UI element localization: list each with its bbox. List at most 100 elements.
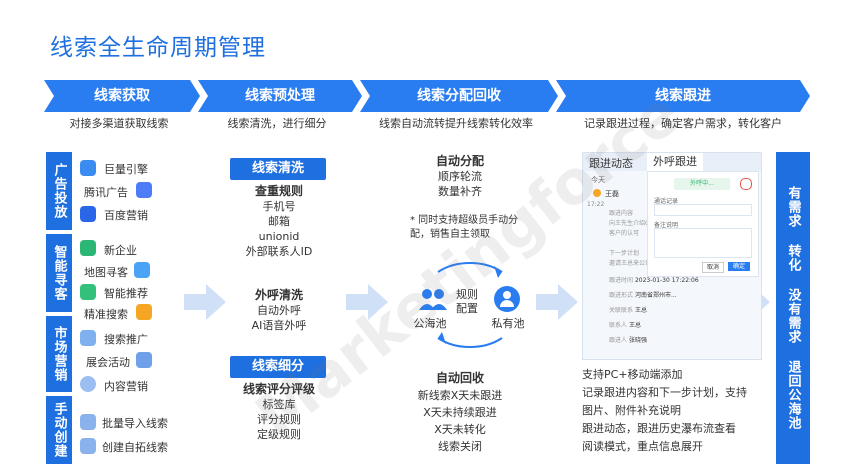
avatar bbox=[593, 189, 601, 197]
row-value: 王总 bbox=[634, 307, 647, 314]
arrow-icon bbox=[536, 284, 578, 320]
call-clean: 外呼清洗 自动外呼 AI语音外呼 bbox=[220, 288, 338, 333]
stage-subtitle: 记录跟进过程，确定客户需求，转化客户 bbox=[584, 117, 782, 130]
arrow-icon bbox=[184, 284, 226, 320]
auto-assign: 自动分配 顺序轮流 数量补齐 bbox=[400, 154, 520, 199]
search-icon bbox=[136, 304, 152, 320]
auto-recycle: 自动回收 新线索X天未跟进 X天未持续跟进 X天未转化 线索关闭 bbox=[400, 370, 520, 455]
recommend-icon bbox=[80, 284, 96, 300]
stage-acquire: 线索获取 bbox=[44, 80, 200, 112]
recycle-item: X天未转化 bbox=[434, 423, 486, 436]
source-item: 巨量引擎 bbox=[104, 163, 148, 176]
baidu-icon bbox=[80, 206, 96, 222]
source-item: 精准搜索 bbox=[84, 308, 128, 321]
public-pool-label: 公海池 bbox=[413, 317, 447, 330]
tencent-ads-icon bbox=[136, 182, 152, 198]
row-value: 河南省郑州市... bbox=[634, 292, 677, 299]
private-pool-icon bbox=[494, 286, 520, 312]
call-status: 外呼中... bbox=[674, 178, 730, 190]
feature-item: 支持PC+移动端添加 bbox=[582, 368, 683, 381]
feature-item: 跟进动态，跟进历史瀑布流查看 bbox=[582, 422, 736, 435]
content-line: 向王先生介绍CRM bbox=[609, 220, 659, 227]
map-icon bbox=[134, 262, 150, 278]
content-line: 下一步计划 bbox=[609, 250, 640, 257]
event-icon bbox=[136, 352, 152, 368]
rule-item: unionid bbox=[258, 230, 300, 243]
confirm-button[interactable]: 确定 bbox=[728, 262, 750, 271]
feature-item: 记录跟进内容和下一步计划，支持 bbox=[582, 386, 747, 399]
row-key: 联系人 bbox=[609, 322, 628, 329]
stage-subtitle: 线索自动流转提升线索转化效率 bbox=[379, 117, 533, 130]
row-value: 2023-01-30 17:22:06 bbox=[634, 277, 699, 284]
content-icon bbox=[80, 376, 96, 392]
rule-item: 定级规则 bbox=[257, 428, 301, 441]
oceanengine-icon bbox=[80, 160, 96, 176]
rule-item: 邮箱 bbox=[268, 215, 290, 228]
source-item: 百度营销 bbox=[104, 209, 148, 222]
rule-item: 评分规则 bbox=[257, 413, 301, 426]
content-line: 跟进内容 bbox=[609, 210, 634, 217]
rule-title: 查重规则 bbox=[254, 184, 303, 198]
source-item: 搜索推广 bbox=[104, 333, 148, 346]
today-label: 今天 bbox=[591, 176, 605, 184]
result-bar: 有需求 转化 没有需求 退回公海池 bbox=[776, 152, 810, 464]
row-key: 跟进人 bbox=[609, 337, 628, 344]
stage-assign: 线索分配回收 bbox=[360, 80, 558, 112]
source-item: 内容营销 bbox=[104, 380, 148, 393]
recycle-title: 自动回收 bbox=[435, 371, 484, 385]
dedupe-rules: 查重规则 手机号 邮箱 unionid 外部联系人ID bbox=[220, 184, 338, 259]
tab-followup-feed[interactable]: 跟进动态 bbox=[589, 157, 633, 170]
call-item: 自动外呼 bbox=[257, 304, 301, 317]
rule-config-label: 规则配置 bbox=[456, 288, 478, 315]
followup-content: 跟进内容 向王先生介绍CRM 客户的认可 下一步计划 邀请王总来公司参观 bbox=[609, 209, 663, 269]
feature-list: 支持PC+移动端添加 记录跟进内容和下一步计划，支持 图片、附件补充说明 跟进动… bbox=[582, 366, 747, 456]
rule-title: 线索评分评级 bbox=[242, 382, 315, 396]
cancel-button[interactable]: 取消 bbox=[702, 262, 724, 273]
rule-item: 标签库 bbox=[262, 398, 296, 411]
arrow-icon bbox=[346, 284, 388, 320]
group-manual: 手动创建 bbox=[46, 396, 72, 464]
call-card: 外呼中... 通话记录 备注说明 取消 确定 bbox=[647, 171, 759, 277]
row-key: 跟进形式 bbox=[609, 292, 634, 299]
row-key: 跟进时间 bbox=[609, 277, 634, 284]
assign-item: 数量补齐 bbox=[438, 185, 482, 198]
new-company-icon bbox=[80, 240, 96, 256]
assign-item: 顺序轮流 bbox=[438, 170, 482, 183]
auto-assign-title: 自动分配 bbox=[435, 154, 484, 168]
feature-item: 阅读模式，重点信息展开 bbox=[582, 440, 703, 453]
page-title: 线索全生命周期管理 bbox=[50, 35, 266, 61]
stage-followup: 线索跟进 bbox=[556, 80, 810, 112]
recycle-item: X天未持续跟进 bbox=[423, 406, 497, 419]
detail-rows: 跟进时间 2023-01-30 17:22:06 跟进形式 河南省郑州市... … bbox=[609, 273, 699, 348]
source-item: 展会活动 bbox=[86, 356, 130, 369]
private-pool-label: 私有池 bbox=[491, 317, 525, 330]
call-item: AI语音外呼 bbox=[251, 319, 307, 332]
recycle-item: 新线索X天未跟进 bbox=[417, 389, 503, 402]
hangup-icon[interactable] bbox=[740, 178, 752, 190]
stage-subtitle: 对接多渠道获取线索 bbox=[69, 117, 169, 130]
recycle-item: 线索关闭 bbox=[438, 440, 482, 453]
group-smart: 智能寻客 bbox=[46, 234, 72, 312]
call-title: 外呼清洗 bbox=[254, 288, 303, 302]
search-promo-icon bbox=[80, 330, 96, 346]
contact-name: 王磊 bbox=[605, 190, 619, 198]
source-item: 批量导入线索 bbox=[102, 417, 168, 430]
batch-import-icon bbox=[80, 414, 96, 430]
tab-call-followup[interactable]: 外呼跟进 bbox=[647, 153, 703, 171]
source-item: 腾讯广告 bbox=[84, 186, 128, 199]
time-label: 17:22 bbox=[587, 201, 605, 208]
stage-label: 线索跟进 bbox=[655, 88, 711, 104]
rule-item: 手机号 bbox=[262, 200, 296, 213]
public-pool-icon bbox=[419, 289, 447, 310]
row-value: 王总 bbox=[628, 322, 641, 329]
followup-panel: 跟进动态 外呼跟进 今天 王磊 17:22 跟进内容 向王先生介绍CRM 客户的… bbox=[582, 152, 762, 360]
call-record-input[interactable] bbox=[654, 204, 752, 216]
stage-label: 线索分配回收 bbox=[417, 88, 501, 104]
assign-note: * 同时支持超级员手动分配，销售自主领取 bbox=[410, 215, 519, 240]
call-field-label: 通话记录 bbox=[654, 198, 679, 205]
group-marketing: 市场营销 bbox=[46, 316, 72, 392]
stage-label: 线索预处理 bbox=[245, 88, 315, 104]
remark-textarea[interactable] bbox=[654, 228, 752, 258]
group-ads: 广告投放 bbox=[46, 152, 72, 230]
row-value: 张晓强 bbox=[628, 337, 647, 344]
